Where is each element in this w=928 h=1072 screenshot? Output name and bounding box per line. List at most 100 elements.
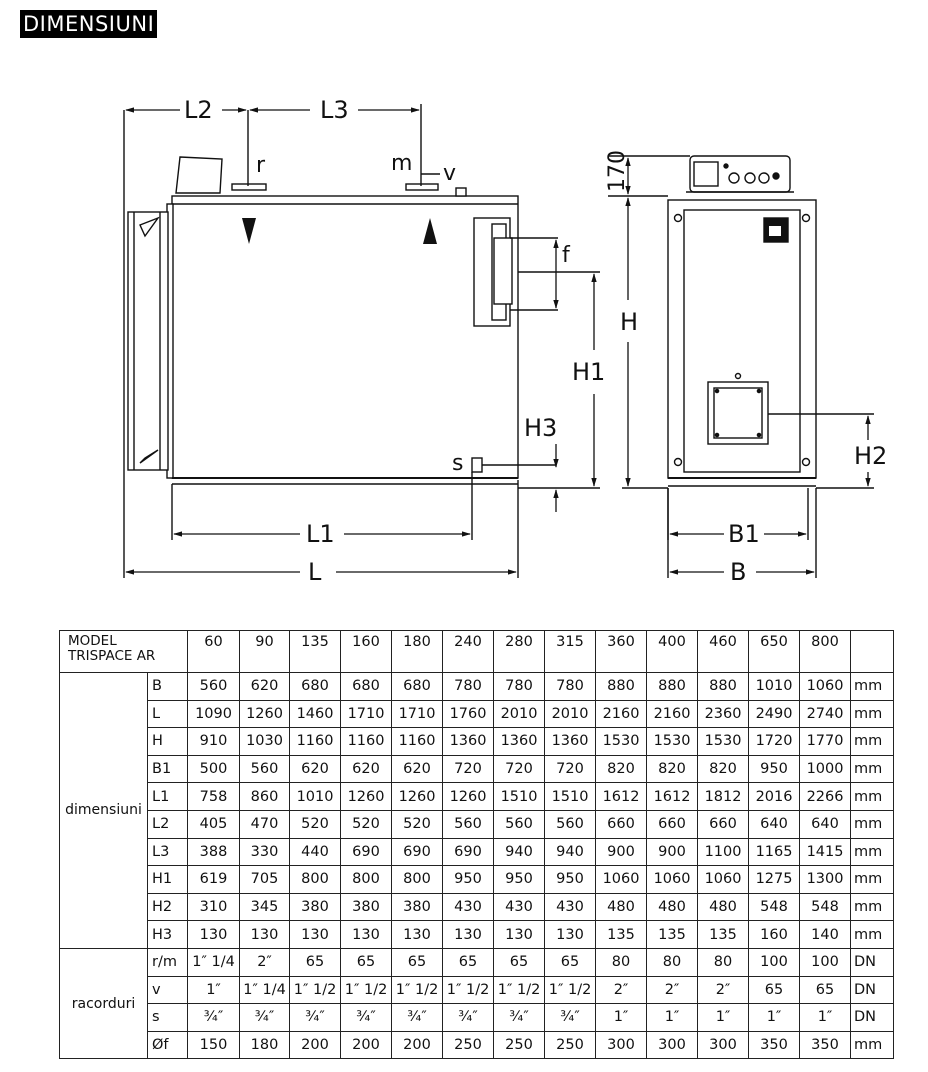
value-cell: 2740 (799, 699, 852, 729)
model-cell: 315 (544, 630, 597, 673)
value-cell: 940 (544, 837, 597, 867)
value-cell: 135 (646, 920, 699, 949)
label-B: B (730, 558, 746, 586)
value-cell: 619 (187, 865, 241, 894)
value-cell: 660 (595, 809, 648, 839)
param-cell: L2 (146, 809, 189, 839)
value-cell: 950 (442, 865, 495, 894)
unit-cell: mm (850, 837, 895, 867)
value-cell: 1275 (748, 865, 801, 894)
value-cell: 620 (340, 754, 393, 784)
model-cell: 800 (799, 630, 852, 673)
value-cell: 65 (493, 947, 546, 977)
value-cell: ¾″ (544, 1003, 597, 1032)
header-row: MODEL TRISPACE AR 60 90 135 160 180 240 … (58, 630, 895, 673)
value-cell: 2490 (748, 699, 801, 729)
value-cell: 548 (748, 892, 801, 922)
value-cell: 1060 (595, 865, 648, 894)
value-cell: 900 (646, 837, 699, 867)
model-cell: 400 (646, 630, 699, 673)
value-cell: 200 (340, 1030, 393, 1060)
value-cell: 130 (187, 920, 241, 949)
model-line-2: TRISPACE AR (68, 648, 156, 664)
value-cell: 720 (493, 754, 546, 784)
value-cell: 1″ 1/2 (289, 975, 342, 1005)
value-cell: 300 (646, 1030, 699, 1060)
unit-header (850, 630, 895, 673)
value-cell: 330 (239, 837, 291, 867)
value-cell: 2″ (239, 947, 291, 977)
value-cell: 1″ 1/2 (340, 975, 393, 1005)
unit-cell: mm (850, 892, 895, 922)
param-cell: Øf (146, 1030, 189, 1060)
value-cell: 1260 (442, 782, 495, 811)
value-cell: 1710 (340, 699, 393, 729)
value-cell: 680 (289, 672, 342, 701)
value-cell: 350 (799, 1030, 852, 1060)
value-cell: 1010 (289, 782, 342, 811)
value-cell: 470 (239, 809, 291, 839)
unit-cell: mm (850, 865, 895, 894)
value-cell: 1″ 1/4 (239, 975, 291, 1005)
value-cell: 560 (187, 672, 241, 701)
value-cell: 950 (544, 865, 597, 894)
value-cell: 300 (595, 1030, 648, 1060)
value-cell: 1″ (646, 1003, 699, 1032)
model-cell: 460 (697, 630, 750, 673)
unit-cell: mm (850, 699, 895, 729)
value-cell: 758 (187, 782, 241, 811)
model-cell: 60 (187, 630, 241, 673)
label-H: H (620, 308, 638, 336)
value-cell: 65 (799, 975, 852, 1005)
unit-cell: mm (850, 672, 895, 701)
label-m: m (391, 151, 412, 176)
value-cell: 780 (544, 672, 597, 701)
value-cell: 100 (799, 947, 852, 977)
param-cell: H2 (146, 892, 189, 922)
value-cell: 1″ 1/2 (544, 975, 597, 1005)
value-cell: 130 (340, 920, 393, 949)
value-cell: 560 (442, 809, 495, 839)
value-cell: 480 (646, 892, 699, 922)
value-cell: 1260 (340, 782, 393, 811)
label-s: s (452, 451, 463, 476)
value-cell: 880 (595, 672, 648, 701)
label-L1: L1 (306, 520, 335, 548)
value-cell: 1612 (646, 782, 699, 811)
group-label: dimensiuni (59, 672, 148, 949)
value-cell: 2″ (595, 975, 648, 1005)
model-cell: 180 (391, 630, 444, 673)
unit-cell: mm (850, 727, 895, 756)
value-cell: 130 (289, 920, 342, 949)
dimensions-table: MODEL TRISPACE AR 60 90 135 160 180 240 … (58, 630, 895, 1060)
param-cell: s (146, 1003, 189, 1032)
value-cell: 1060 (799, 672, 852, 701)
value-cell: 80 (595, 947, 648, 977)
value-cell: 1160 (391, 727, 444, 756)
value-cell: 1000 (799, 754, 852, 784)
value-cell: 720 (544, 754, 597, 784)
value-cell: ¾″ (493, 1003, 546, 1032)
model-cell: 360 (595, 630, 648, 673)
value-cell: 250 (544, 1030, 597, 1060)
value-cell: 200 (391, 1030, 444, 1060)
param-cell: L3 (146, 837, 189, 867)
value-cell: 1770 (799, 727, 852, 756)
value-cell: 1360 (544, 727, 597, 756)
value-cell: 1510 (544, 782, 597, 811)
label-B1: B1 (728, 520, 760, 548)
value-cell: ¾″ (187, 1003, 241, 1032)
value-cell: 820 (646, 754, 699, 784)
value-cell: 150 (187, 1030, 241, 1060)
front-dimensions (625, 157, 871, 575)
value-cell: ¾″ (289, 1003, 342, 1032)
boiler-body (171, 195, 519, 479)
value-cell: 130 (544, 920, 597, 949)
unit-cell: mm (850, 754, 895, 784)
param-cell: L (146, 699, 189, 729)
value-cell: 250 (493, 1030, 546, 1060)
